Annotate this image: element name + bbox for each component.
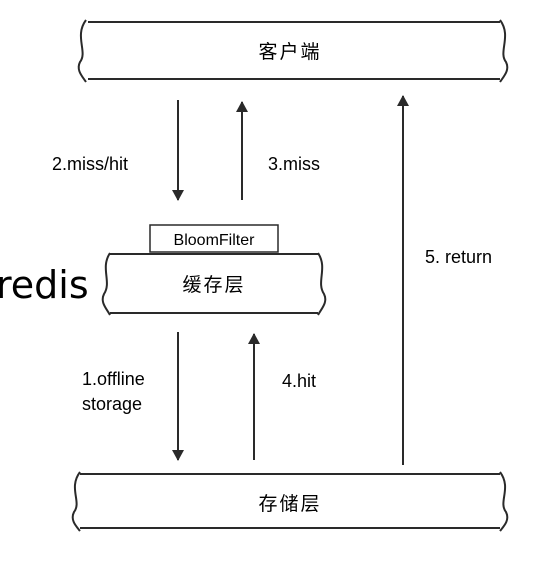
storage-box: 存储层 [71,471,509,532]
label-offline-line-2: storage [82,394,142,414]
cache-label: 缓存层 [182,274,245,296]
bloom-filter-box: BloomFilter [149,224,279,253]
label-hit: 4.hit [282,371,316,391]
cache-box: 缓存层 [101,252,327,316]
label-return: 5. return [425,247,492,267]
storage-label: 存储层 [258,493,321,515]
client-box: 客户端 [77,19,509,83]
bloom-filter-label: BloomFilter [174,232,256,249]
client-label: 客户端 [258,41,321,63]
label-offline-line-1: 1.offline [82,369,145,389]
redis-label: redis [0,263,89,307]
label-miss-hit: 2.miss/hit [52,154,128,174]
label-miss: 3.miss [268,154,320,174]
